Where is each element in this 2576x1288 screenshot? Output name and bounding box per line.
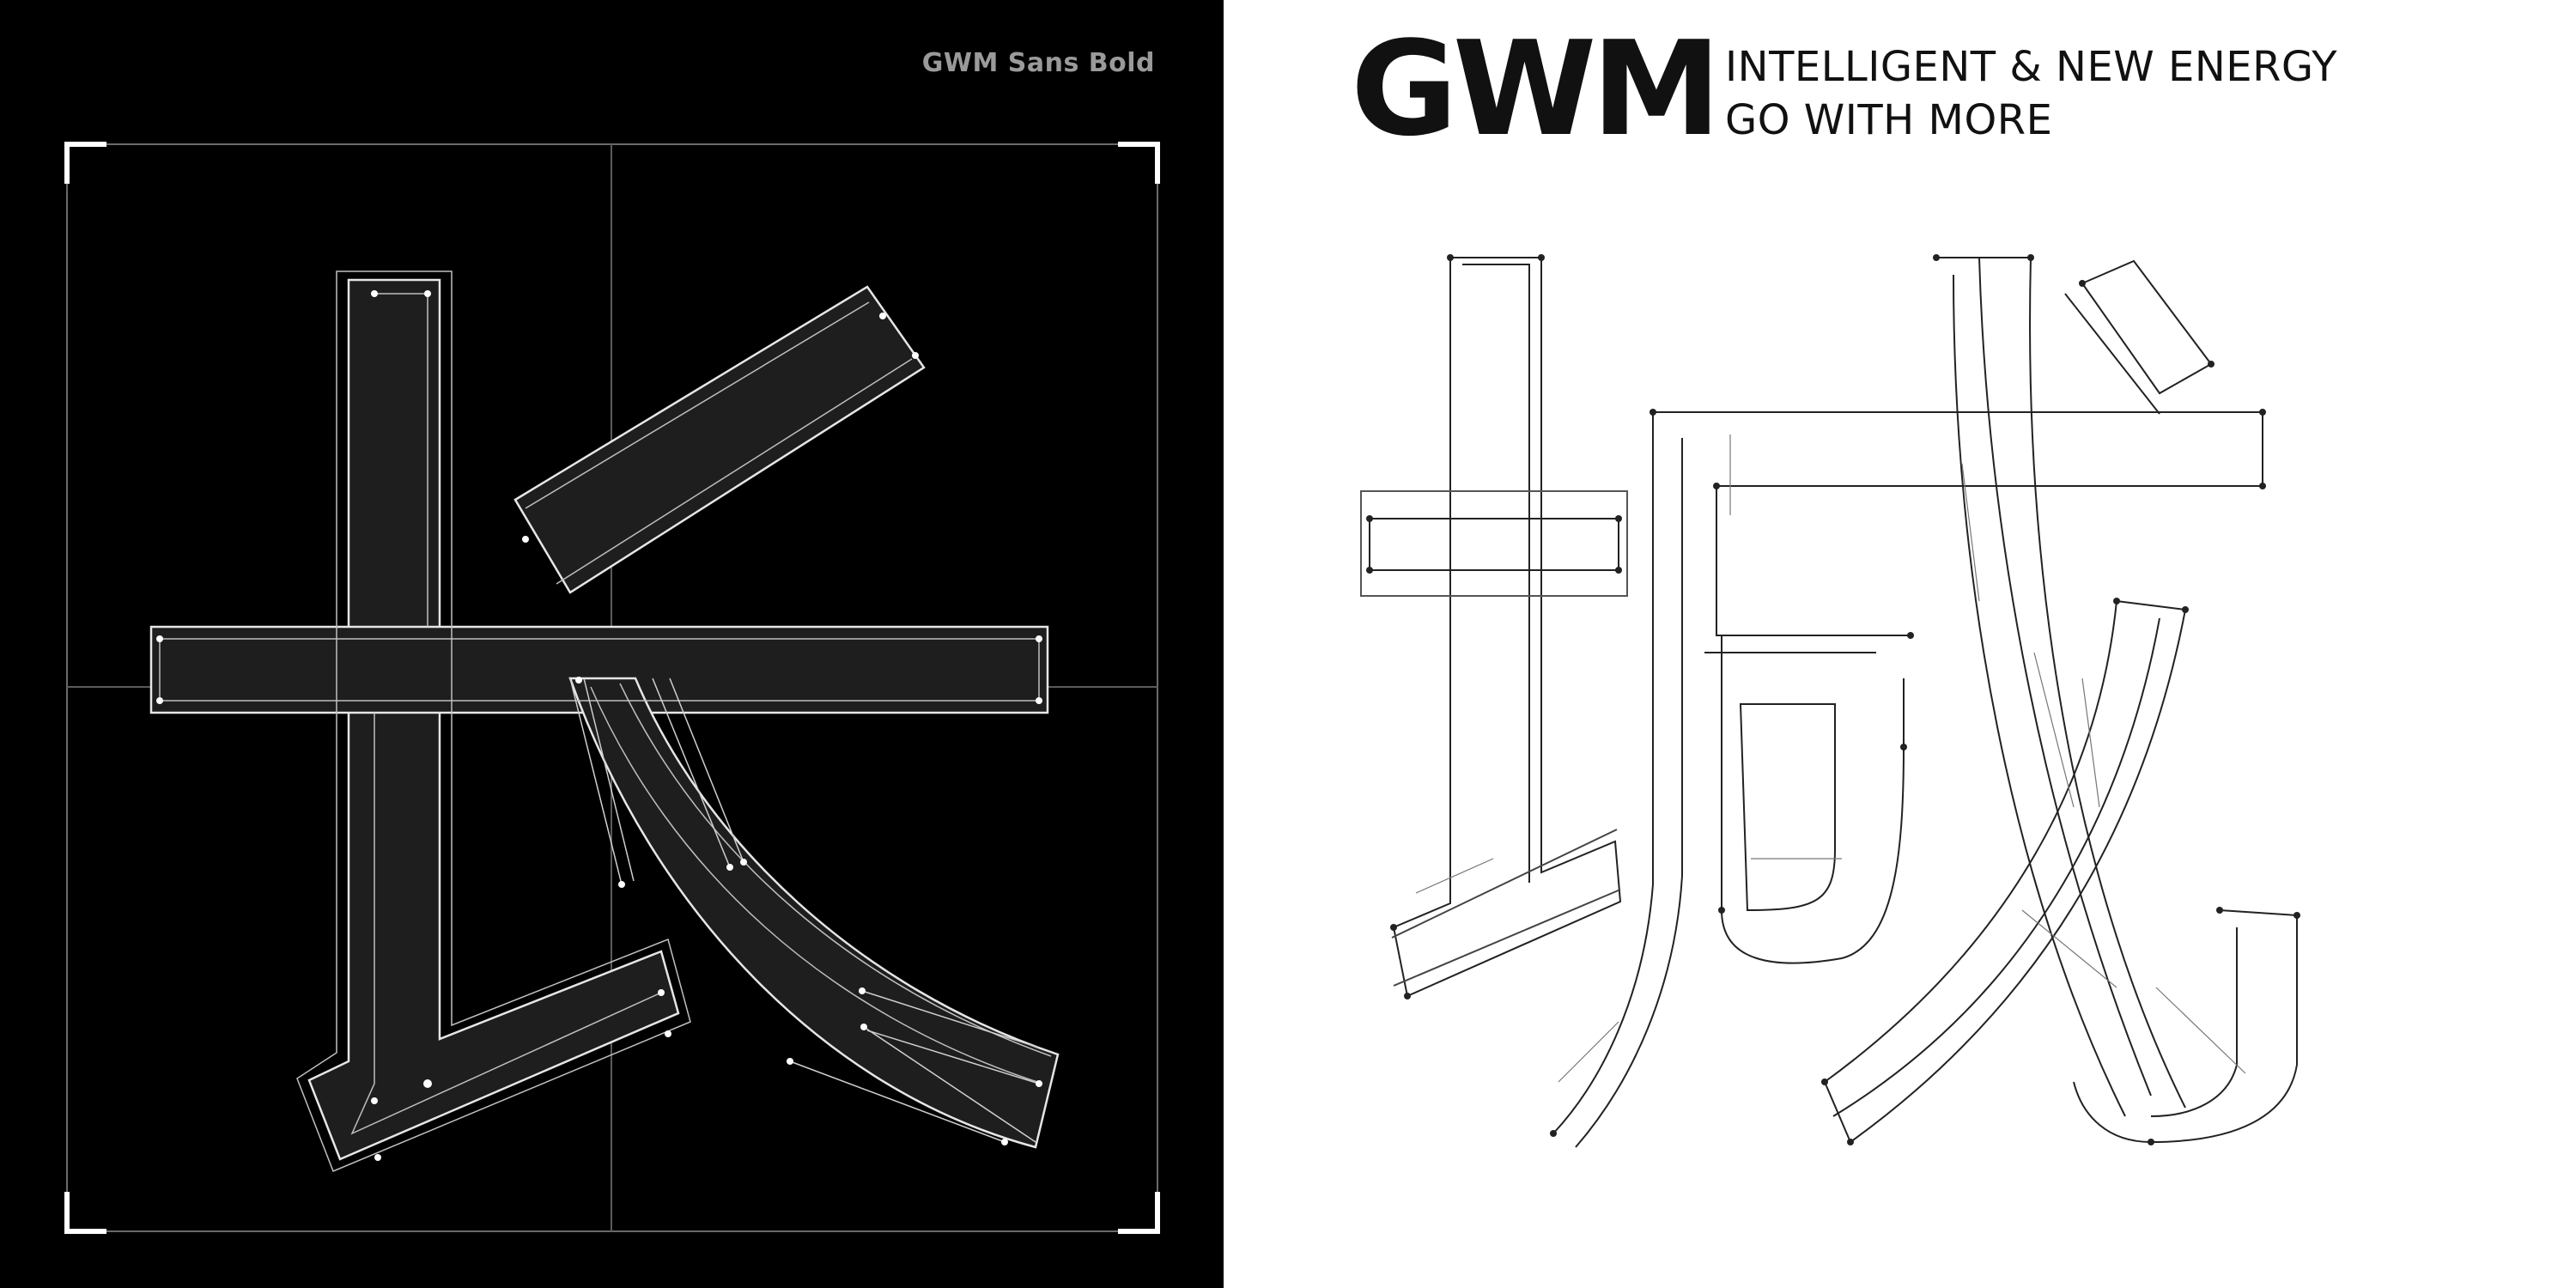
upper-diagonal-stroke <box>513 285 926 594</box>
cheng-glyph-outline <box>1360 254 2300 1148</box>
font-name-label: GWM Sans Bold <box>921 48 1155 78</box>
corner-bracket-bottom-left <box>64 1192 106 1234</box>
earth-radical-horizontal <box>1369 518 1619 571</box>
hook-stroke <box>2073 909 2298 1144</box>
inner-left-vertical <box>1552 412 1654 1134</box>
earth-radical-vertical <box>1392 257 1622 998</box>
tagline-line-2: GO WITH MORE <box>1725 96 2053 144</box>
halberd-main-stroke <box>1936 257 2186 1109</box>
corner-bracket-top-right <box>1118 142 1160 184</box>
right-falling-stroke <box>568 677 1060 1149</box>
corner-bracket-bottom-right <box>1118 1192 1160 1234</box>
glyph-preview-panel-dark: GWM Sans Bold <box>0 0 1224 1288</box>
corner-bracket-top-left <box>64 142 106 184</box>
halberd-sweep-stroke <box>1823 599 2187 1144</box>
upper-dot-stroke <box>2081 259 2213 395</box>
brand-panel-light: GWM INTELLIGENT & NEW ENERGY GO WITH MOR… <box>1224 0 2576 1288</box>
left-vertical-stroke <box>307 278 680 1161</box>
chang-glyph-outline <box>64 142 1160 1234</box>
tagline-line-1: INTELLIGENT & NEW ENERGY <box>1725 43 2338 91</box>
top-horizontal-frame <box>1653 411 2263 636</box>
brand-logo-text: GWM <box>1351 13 1722 165</box>
